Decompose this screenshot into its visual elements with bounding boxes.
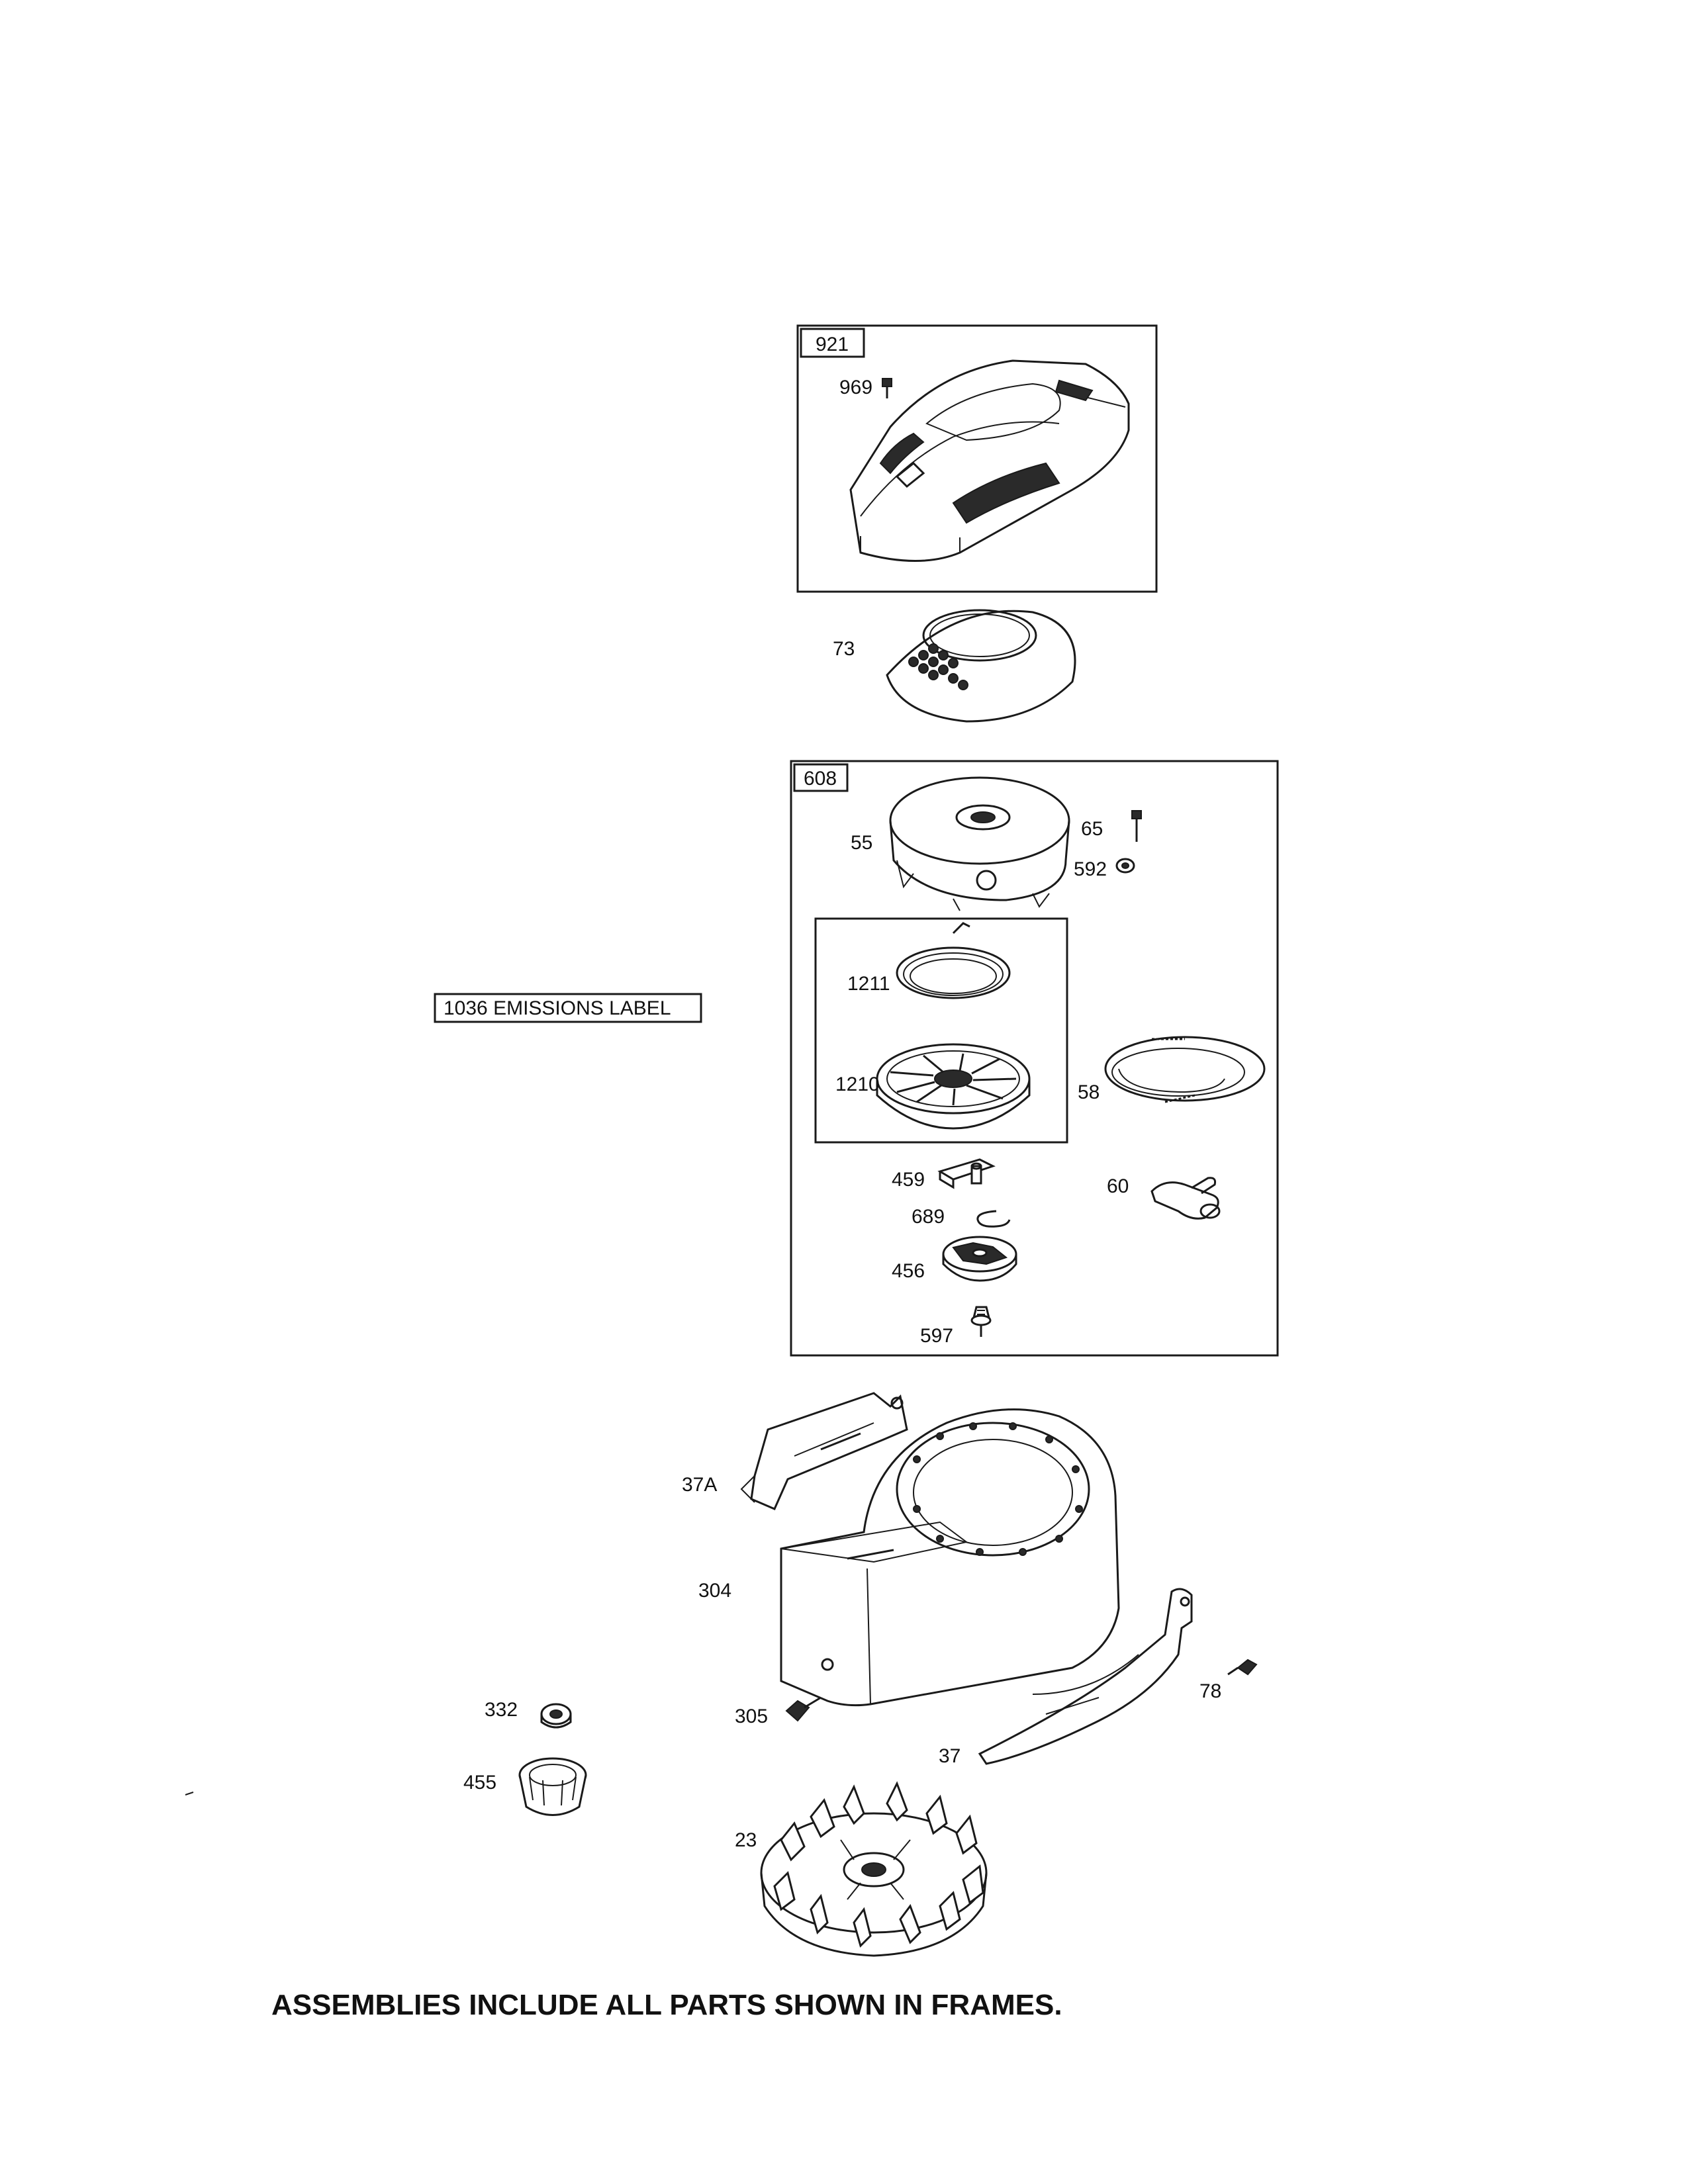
recoil-spring-1211-icon (896, 922, 1011, 999)
part-label-1211: 1211 (847, 973, 890, 995)
part-label-689: 689 (912, 1206, 945, 1228)
part-label-58: 58 (1078, 1081, 1100, 1103)
part-label-456: 456 (892, 1260, 925, 1282)
stray-mark (185, 1792, 194, 1796)
part-label-37A: 37A (682, 1474, 717, 1496)
starter-housing-55-icon (889, 776, 1070, 911)
part-label-969: 969 (839, 377, 872, 398)
blower-housing-304-icon (780, 1408, 1120, 1707)
air-guide-73-icon (886, 609, 1076, 723)
starter-rope-58-icon (1104, 1036, 1266, 1103)
bolt-65-icon (1131, 810, 1142, 842)
cover-921-icon (849, 359, 1130, 562)
part-label-73: 73 (833, 638, 855, 660)
part-label-23: 23 (735, 1829, 757, 1851)
ratchet-456-icon (942, 1236, 1017, 1282)
part-label-459: 459 (892, 1169, 925, 1191)
bolt-78-icon (1227, 1659, 1258, 1676)
bolt-305-icon (785, 1696, 821, 1722)
nut-332-icon (540, 1703, 572, 1729)
frame-921-label: 921 (816, 334, 849, 355)
frame-608: 608 55 65 592 (790, 760, 1279, 1357)
part-label-65: 65 (1081, 818, 1103, 840)
emissions-label-box: 1036 EMISSIONS LABEL (434, 993, 702, 1023)
flywheel-23-icon (760, 1781, 988, 1957)
frame-inner-1210-1211 (814, 917, 1068, 1144)
part-label-597: 597 (920, 1325, 953, 1347)
part-label-1210: 1210 (835, 1073, 880, 1095)
flywheel-fins (773, 1781, 984, 1948)
screw-597-icon (970, 1306, 992, 1337)
starter-cup-455-icon (518, 1757, 587, 1816)
cover-vent-grille (879, 379, 1094, 524)
part-label-592: 592 (1074, 858, 1107, 880)
starter-handle-60-icon (1150, 1177, 1221, 1220)
part-label-78: 78 (1199, 1680, 1221, 1702)
part-label-455: 455 (463, 1772, 496, 1794)
part-label-60: 60 (1107, 1175, 1129, 1197)
pawl-459-icon (937, 1158, 996, 1189)
part-label-304: 304 (698, 1580, 731, 1602)
part-label-332: 332 (485, 1699, 518, 1721)
frame-921: 921 969 (796, 324, 1158, 593)
pulley-1210-icon (876, 1043, 1031, 1130)
air-vane-37a-icon (740, 1392, 908, 1510)
bolt-969-icon (882, 378, 892, 398)
retainer-clip-689-icon (976, 1210, 1011, 1228)
footer-note: ASSEMBLIES INCLUDE ALL PARTS SHOWN IN FR… (271, 1989, 1062, 2021)
nut-592-icon (1115, 858, 1135, 874)
emissions-label-text: 1036 EMISSIONS LABEL (444, 997, 671, 1019)
air-vane-37-icon (978, 1588, 1193, 1765)
frame-608-label: 608 (804, 768, 837, 790)
part-label-37: 37 (939, 1745, 961, 1767)
part-label-305: 305 (735, 1706, 768, 1727)
part-label-55: 55 (851, 832, 872, 854)
